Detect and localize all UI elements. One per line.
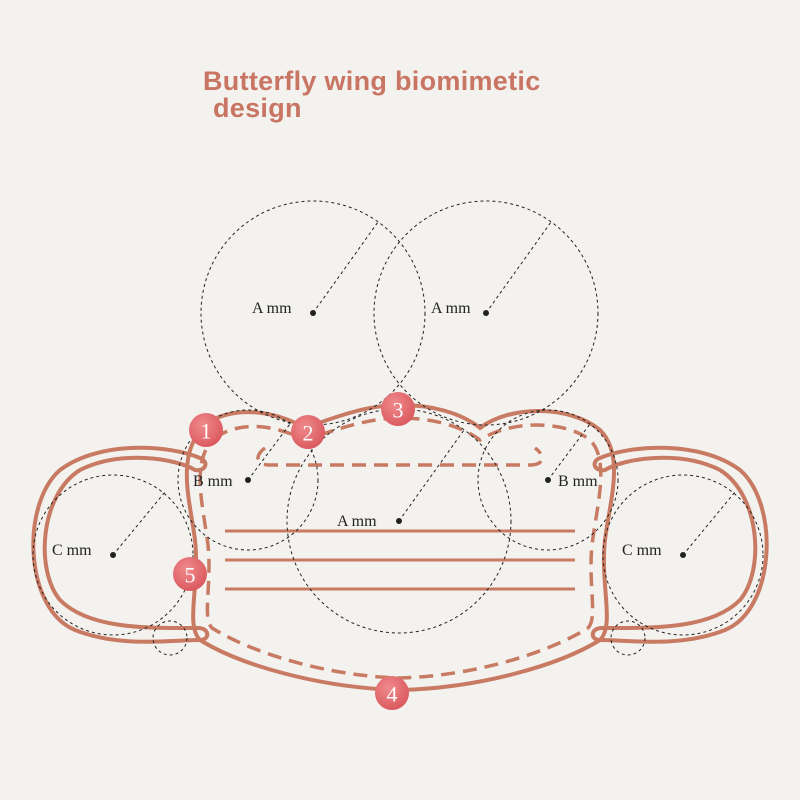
center-dots	[110, 310, 686, 558]
left-ear-loop	[31, 445, 210, 644]
label-c-right: C mm	[622, 542, 662, 559]
circle-c-left	[32, 474, 194, 636]
center-dot	[483, 310, 489, 316]
center-dot	[545, 477, 551, 483]
circle-small-left	[152, 620, 188, 656]
title-line-1: Butterfly wing biomimetic	[203, 66, 541, 96]
center-dot	[245, 477, 251, 483]
pleats	[225, 529, 575, 591]
svg-text:4: 4	[387, 682, 398, 707]
label-b-left: B mm	[193, 473, 233, 490]
label-a-left: A mm	[252, 300, 292, 317]
nose-stitch-line	[256, 446, 544, 467]
svg-text:3: 3	[393, 398, 404, 423]
radius-line	[485, 221, 552, 314]
center-dot	[310, 310, 316, 316]
center-dot	[110, 552, 116, 558]
center-dot	[680, 552, 686, 558]
label-a-right: A mm	[431, 300, 471, 317]
label-b-right: B mm	[558, 473, 598, 490]
svg-text:1: 1	[201, 419, 212, 444]
circle-b-right	[477, 409, 619, 551]
radius-line	[112, 491, 166, 556]
ear-loops	[31, 445, 769, 644]
title: Butterfly wing biomimetic design	[203, 68, 541, 122]
title-line-2: design	[213, 93, 302, 123]
marker-1: 1	[189, 413, 223, 447]
radius-line	[398, 429, 465, 522]
dimension-circles	[32, 200, 764, 656]
mask-stitch-line	[198, 416, 603, 680]
circle-small-right	[610, 620, 646, 656]
radius-line	[682, 491, 736, 556]
marker-2: 2	[291, 415, 325, 449]
label-c-left: C mm	[52, 542, 92, 559]
marker-4: 4	[375, 676, 409, 710]
circle-b-left	[177, 409, 319, 551]
marker-3: 3	[381, 392, 415, 426]
svg-text:2: 2	[303, 421, 314, 446]
radius-line	[547, 423, 591, 481]
svg-text:5: 5	[185, 563, 196, 588]
right-ear-loop	[590, 445, 769, 644]
circle-c-right	[602, 474, 764, 636]
label-a-center: A mm	[337, 513, 377, 530]
marker-5: 5	[173, 557, 207, 591]
center-dot	[396, 518, 402, 524]
circle-a-center	[286, 408, 512, 634]
radius-line	[312, 221, 379, 314]
circle-a-right	[373, 200, 599, 426]
